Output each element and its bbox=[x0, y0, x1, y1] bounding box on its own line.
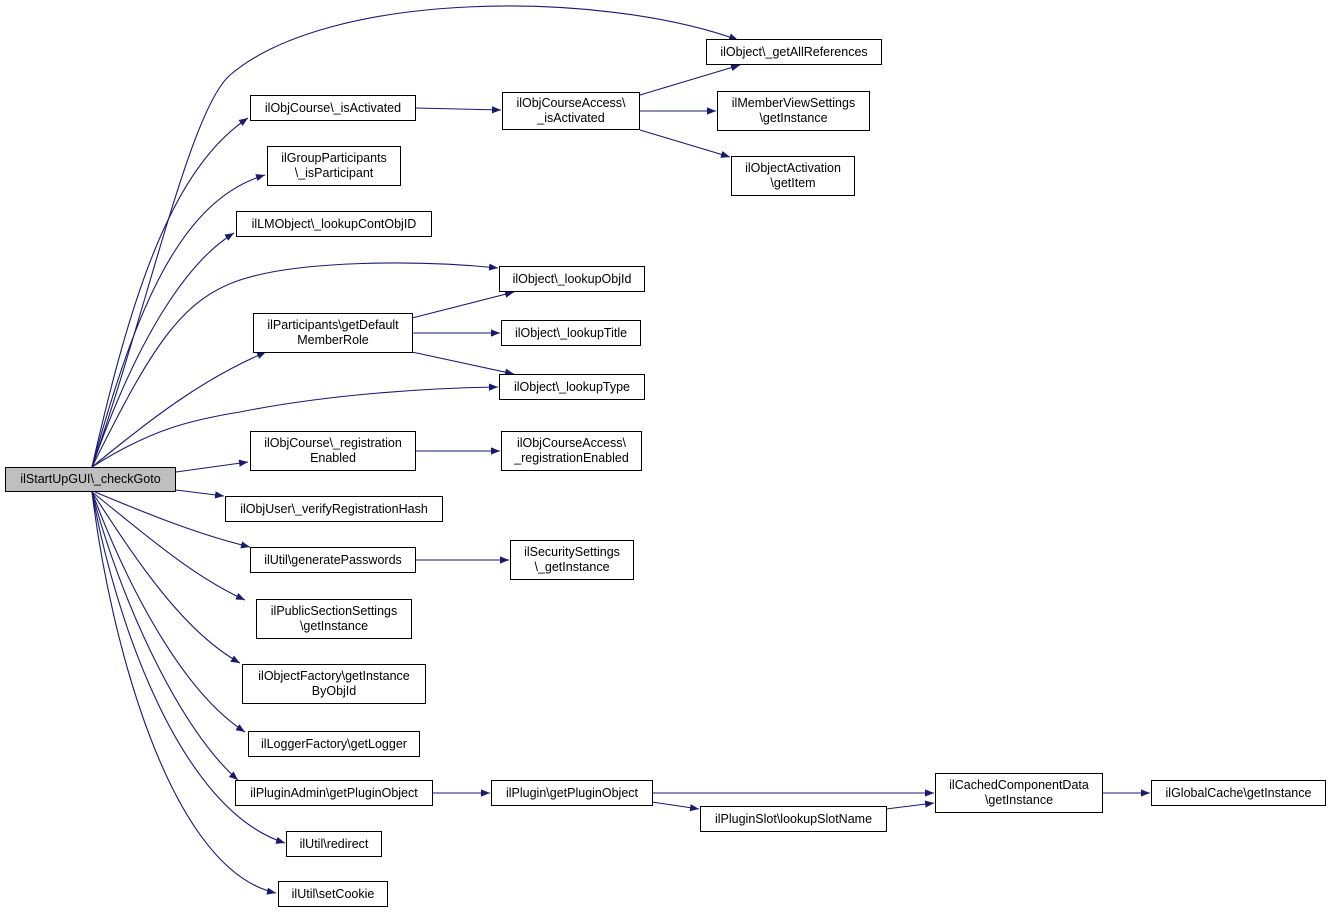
edge-courseaccess-getallreferences bbox=[639, 64, 741, 96]
node-course-is-activated[interactable]: ilObjCourse\_isActivated bbox=[250, 95, 416, 121]
node-root[interactable]: ilStartUpGUI\_checkGoto bbox=[5, 467, 176, 492]
node-lm-object[interactable]: ilLMObject\_lookupContObjID bbox=[236, 211, 432, 237]
node-plugin-get[interactable]: ilPlugin\getPluginObject bbox=[491, 780, 653, 806]
node-cached-component-data[interactable]: ilCachedComponentData \getInstance bbox=[935, 773, 1103, 813]
edge-pluginget-pluginslot bbox=[651, 801, 700, 812]
edge-root-verifyhash bbox=[175, 489, 225, 499]
node-plugin-admin[interactable]: ilPluginAdmin\getPluginObject bbox=[235, 780, 433, 806]
edge-root-courseregistration bbox=[175, 459, 249, 473]
node-global-cache[interactable]: ilGlobalCache\getInstance bbox=[1151, 780, 1326, 806]
edge-root-lookuptype bbox=[91, 383, 499, 468]
edge-courseisactivated-courseaccess bbox=[415, 106, 502, 114]
edge-root-participants bbox=[91, 351, 267, 468]
edge-pluginslot-cachedcomponent bbox=[885, 800, 935, 810]
edge-courseaccess-objectactivation bbox=[639, 129, 731, 158]
edge-root-objectfactory bbox=[91, 491, 241, 664]
edge-root-redirect bbox=[91, 491, 286, 844]
node-util-set-cookie[interactable]: ilUtil\setCookie bbox=[278, 881, 388, 907]
node-course-access-is-activated[interactable]: ilObjCourseAccess\ _isActivated bbox=[502, 92, 640, 130]
edge-root-publicsection bbox=[91, 491, 246, 601]
edge-root-lookupobjid bbox=[91, 262, 499, 468]
edge-root-setcookie bbox=[91, 491, 277, 895]
node-lookup-type[interactable]: ilObject\_lookupType bbox=[499, 374, 645, 400]
edge-participants-lookuptype bbox=[411, 351, 515, 376]
node-lookup-title[interactable]: ilObject\_lookupTitle bbox=[501, 320, 641, 346]
node-get-all-references[interactable]: ilObject\_getAllReferences bbox=[706, 39, 882, 65]
node-lookup-obj-id[interactable]: ilObject\_lookupObjId bbox=[499, 266, 645, 292]
edge-root-loggerfactory bbox=[91, 491, 246, 733]
edge-root-generatepasswords bbox=[94, 491, 251, 549]
node-generate-passwords[interactable]: ilUtil\generatePasswords bbox=[250, 547, 416, 573]
edge-root-lmobject bbox=[91, 232, 235, 468]
node-course-registration-enabled[interactable]: ilObjCourse\_registration Enabled bbox=[250, 431, 416, 471]
edge-participants-lookupobjid bbox=[411, 290, 515, 319]
node-member-view-settings[interactable]: ilMemberViewSettings \getInstance bbox=[717, 91, 870, 131]
node-participants-default-member-role[interactable]: ilParticipants\getDefault MemberRole bbox=[253, 313, 413, 353]
edge-root-groupparticipants bbox=[91, 174, 266, 468]
node-object-activation[interactable]: ilObjectActivation \getItem bbox=[731, 156, 855, 196]
node-course-access-registration-enabled[interactable]: ilObjCourseAccess\ _registrationEnabled bbox=[501, 431, 642, 471]
node-verify-registration-hash[interactable]: ilObjUser\_verifyRegistrationHash bbox=[225, 496, 443, 522]
edge-root-getallreferences bbox=[91, 5, 739, 468]
node-object-factory[interactable]: ilObjectFactory\getInstance ByObjId bbox=[242, 664, 426, 704]
node-group-participants[interactable]: ilGroupParticipants \_isParticipant bbox=[267, 146, 401, 186]
node-plugin-slot[interactable]: ilPluginSlot\lookupSlotName bbox=[700, 806, 887, 832]
node-public-section-settings[interactable]: ilPublicSectionSettings \getInstance bbox=[256, 599, 412, 639]
edge-root-pluginadmin bbox=[91, 491, 239, 781]
node-logger-factory[interactable]: ilLoggerFactory\getLogger bbox=[248, 731, 420, 757]
node-util-redirect[interactable]: ilUtil\redirect bbox=[286, 831, 382, 857]
node-security-settings[interactable]: ilSecuritySettings \_getInstance bbox=[510, 540, 634, 580]
edge-root-courseisactivated bbox=[91, 117, 249, 468]
